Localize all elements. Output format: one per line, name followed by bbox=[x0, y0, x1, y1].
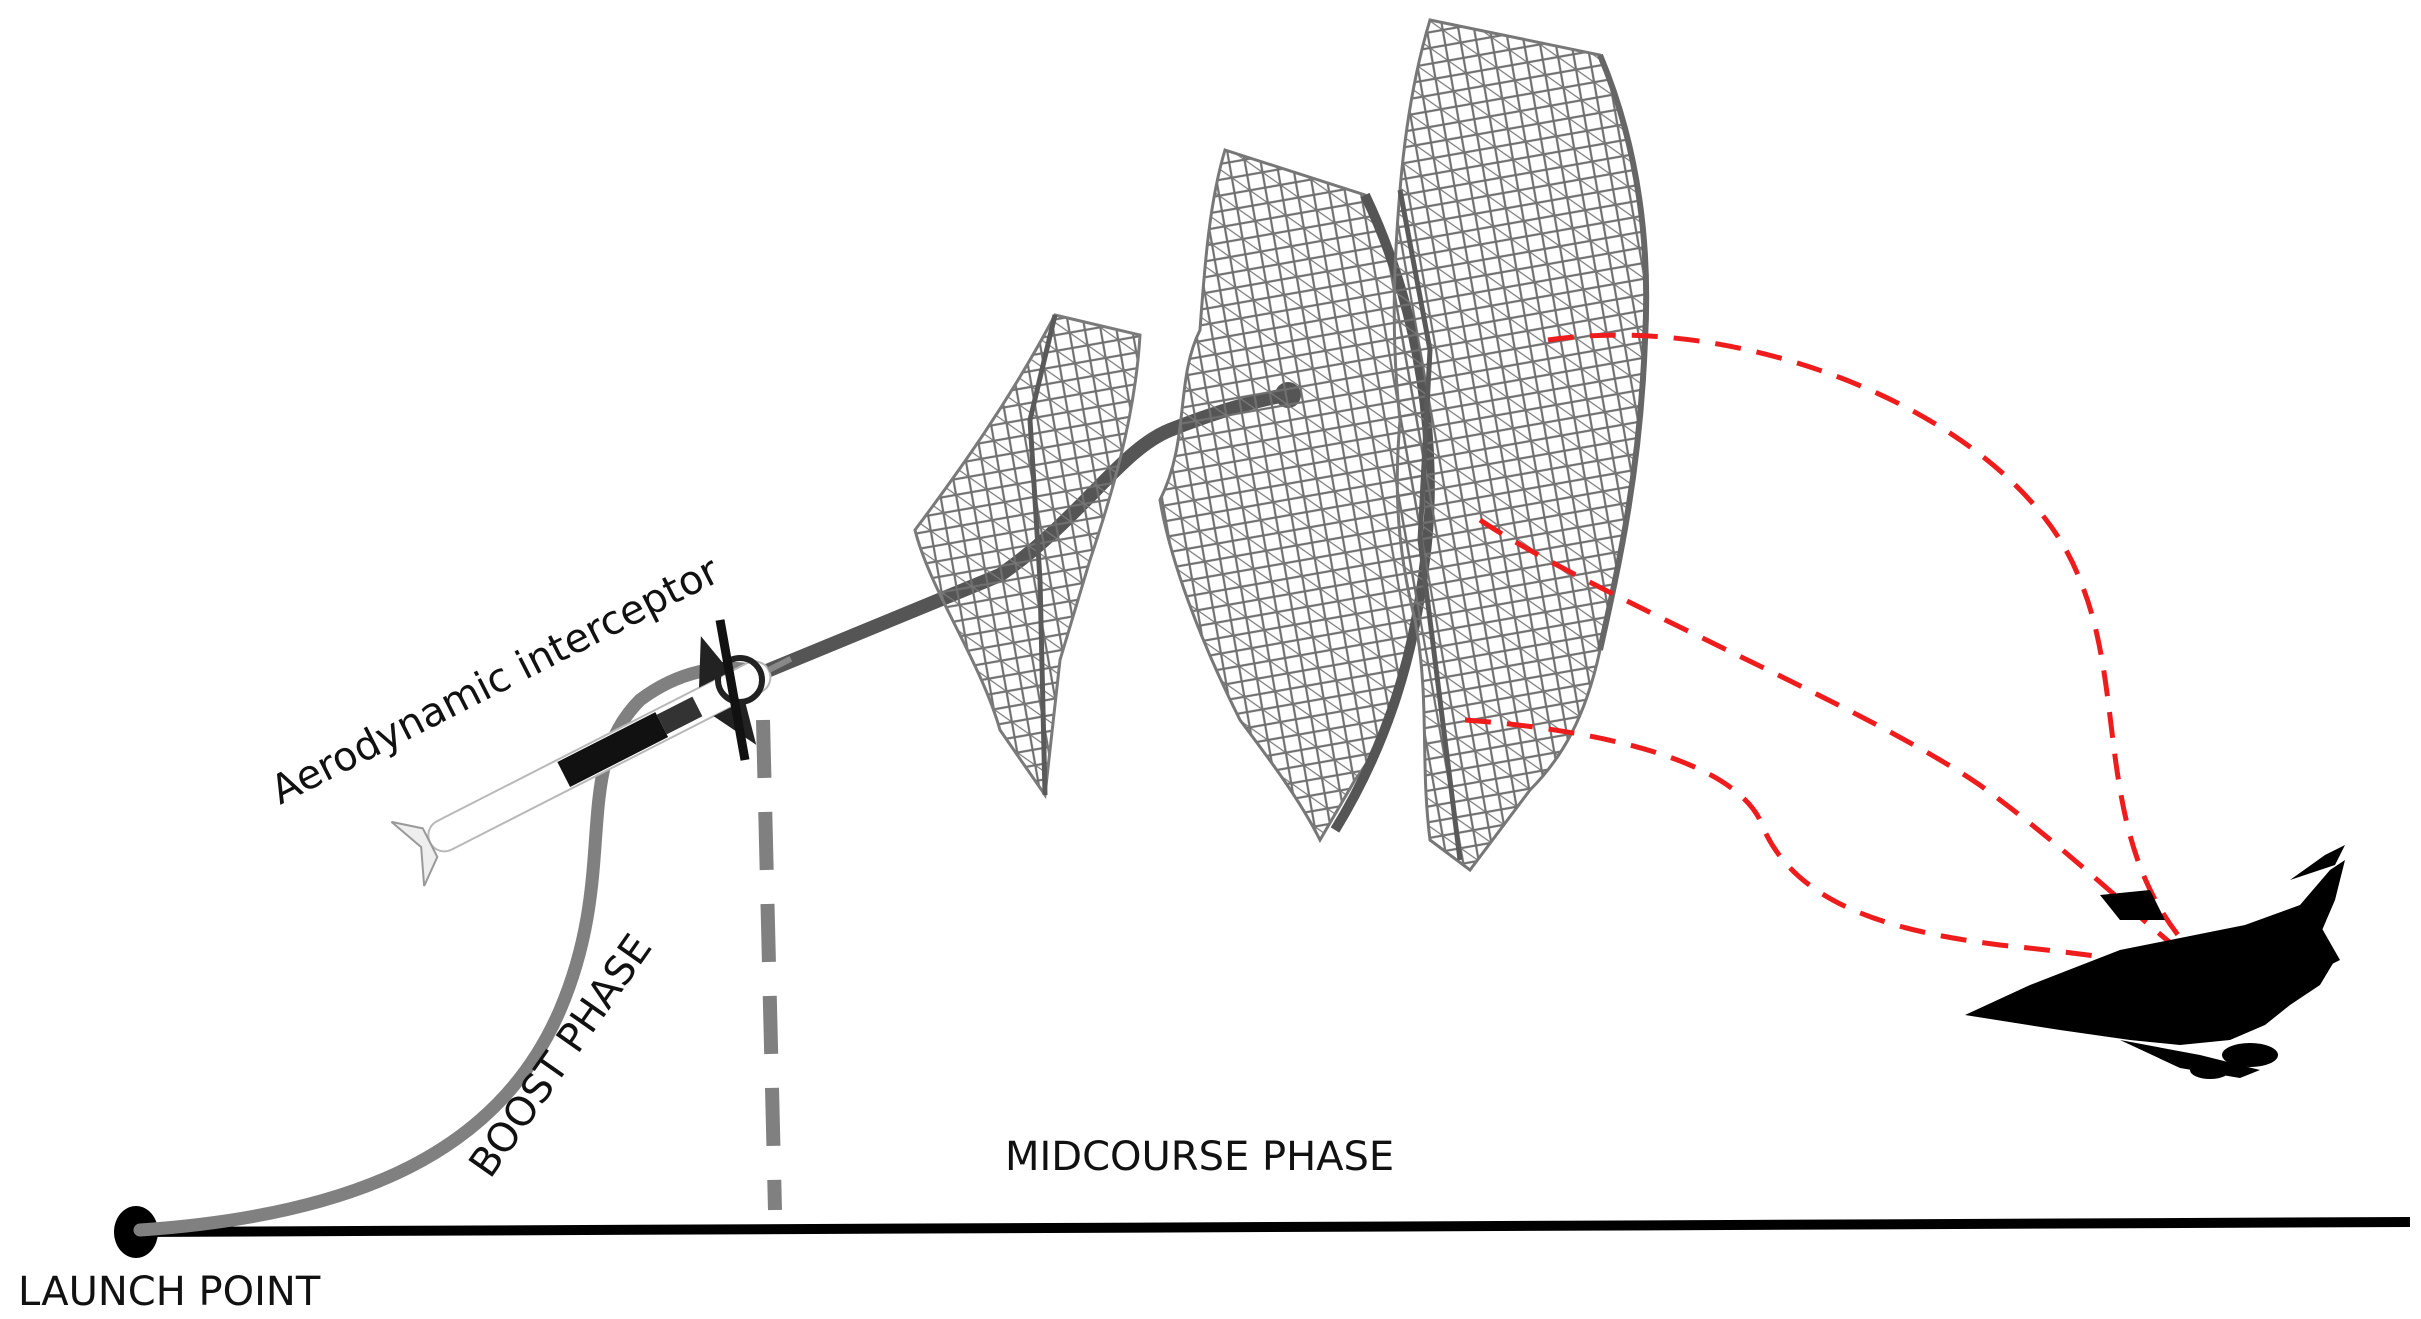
guidance-line-1 bbox=[1547, 332, 2202, 962]
interceptor-label: Aerodynamic interceptor bbox=[264, 548, 727, 814]
net-deployment-stage-2 bbox=[1158, 148, 1435, 844]
launch-point-label: LAUNCH POINT bbox=[18, 1269, 321, 1315]
interceptor-missile-icon bbox=[390, 619, 793, 887]
fighter-jet-icon bbox=[1965, 845, 2345, 1079]
boost-path bbox=[133, 661, 757, 1237]
midcourse-phase-label: MIDCOURSE PHASE bbox=[1005, 1134, 1394, 1180]
guidance-line-3 bbox=[1464, 717, 2211, 978]
net-deployment-stage-1 bbox=[913, 313, 1142, 800]
ground-line bbox=[134, 1217, 2411, 1237]
boost-phase-label: BOOST PHASE bbox=[461, 926, 662, 1185]
phase-divider-dashed bbox=[756, 719, 782, 1211]
net-deployment-stage-3 bbox=[1392, 18, 1650, 873]
